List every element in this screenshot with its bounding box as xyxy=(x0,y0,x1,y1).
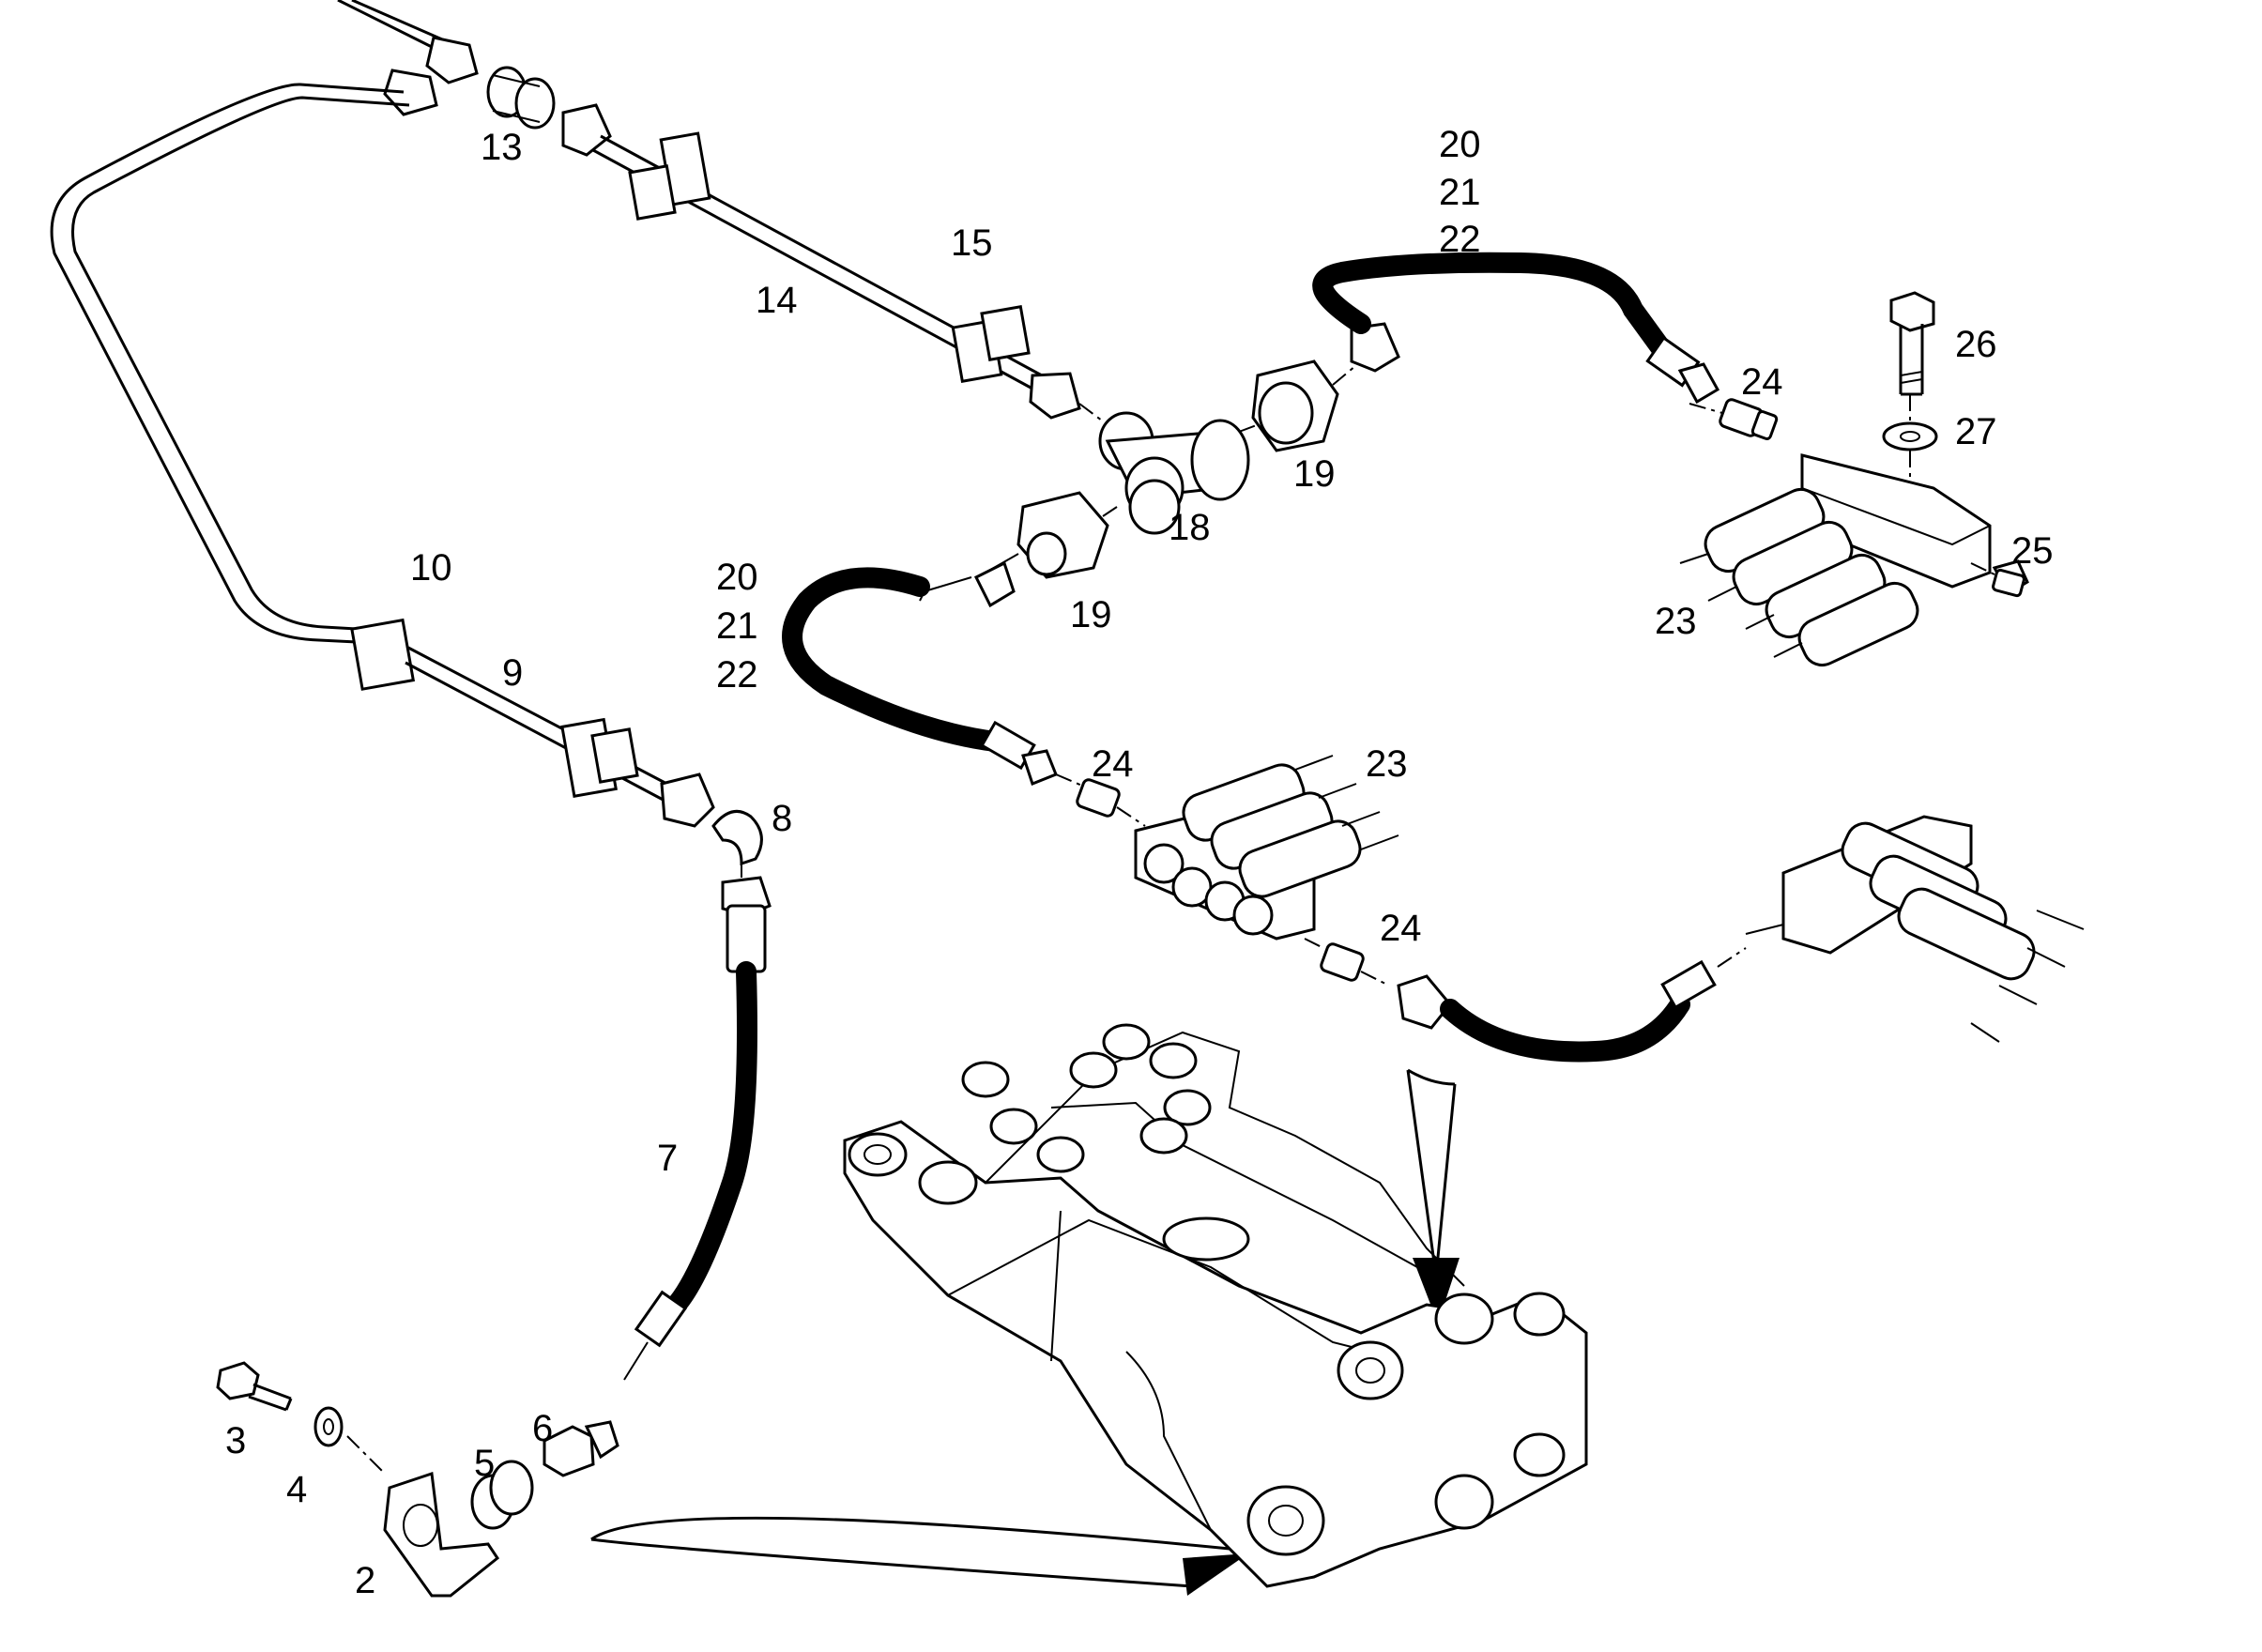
tee-fitting-18 xyxy=(1088,411,1277,535)
fitting-6 xyxy=(543,1420,619,1477)
callout-21-upper: 21 xyxy=(1439,172,1481,213)
fitting-25 xyxy=(1970,562,2025,598)
distributor-block-23-middle xyxy=(1134,755,1399,941)
callout-7: 7 xyxy=(657,1138,678,1179)
callout-23-upper: 23 xyxy=(1655,601,1697,642)
callout-22-upper: 22 xyxy=(1439,219,1481,260)
fitting-13 xyxy=(486,66,556,130)
rigid-pipe-upper xyxy=(50,0,479,644)
fitting-24-a xyxy=(1689,398,1779,441)
hose-lower-20-21-22 xyxy=(782,560,1090,789)
callout-9: 9 xyxy=(502,652,523,694)
callout-4: 4 xyxy=(286,1469,307,1510)
callout-19-upper: 19 xyxy=(1293,453,1336,495)
callout-labels: 13 14 15 20 21 22 26 24 27 19 18 25 23 1… xyxy=(225,124,2054,1601)
hose-lower-right xyxy=(1397,947,1747,1063)
callout-24-lower: 24 xyxy=(1380,908,1422,949)
callout-3: 3 xyxy=(225,1420,246,1461)
callout-8: 8 xyxy=(772,798,792,839)
fitting-24-c xyxy=(1304,938,1390,987)
callout-2: 2 xyxy=(355,1560,375,1601)
callout-22-lower: 22 xyxy=(716,654,758,696)
loader-boom xyxy=(843,1023,1588,1588)
callout-24-upper: 24 xyxy=(1741,361,1783,403)
nut-19-lower xyxy=(985,491,1109,579)
fitting-24-b xyxy=(1076,778,1146,827)
callout-10: 10 xyxy=(410,547,452,589)
callout-18: 18 xyxy=(1169,507,1211,548)
callout-15: 15 xyxy=(951,222,993,264)
callout-6: 6 xyxy=(532,1408,553,1449)
callout-26: 26 xyxy=(1955,324,1997,365)
fitting-5 xyxy=(470,1460,534,1530)
nut-19-upper xyxy=(1251,359,1362,452)
arrow-bracket-to-boom xyxy=(590,1516,1248,1596)
hose-upper-20-21-22 xyxy=(1312,252,1720,405)
rigid-pipe-14 xyxy=(561,103,1118,433)
callout-27: 27 xyxy=(1955,411,1997,452)
distributor-block-23-upper xyxy=(1679,453,2029,667)
arrow-top-to-boom xyxy=(1406,1068,1460,1323)
bolt-3 xyxy=(216,1361,293,1412)
callout-19-lower: 19 xyxy=(1070,594,1112,635)
rigid-pipe-9 xyxy=(350,618,715,828)
washer-4 xyxy=(313,1406,386,1475)
callout-5: 5 xyxy=(474,1443,495,1484)
elbow-8 xyxy=(711,809,763,878)
distributor-block-lower-right xyxy=(1745,815,2085,1043)
callout-20-lower: 20 xyxy=(716,557,758,598)
callout-25: 25 xyxy=(2011,530,2054,572)
callout-21-lower: 21 xyxy=(716,605,758,647)
bracket-2 xyxy=(383,1471,500,1598)
hose-7 xyxy=(623,876,772,1381)
bolt-26 xyxy=(1889,291,1935,396)
callout-24-middle: 24 xyxy=(1092,743,1134,785)
callout-20-upper: 20 xyxy=(1439,124,1481,165)
callout-23-middle: 23 xyxy=(1366,743,1408,785)
callout-14: 14 xyxy=(756,280,798,321)
callout-13: 13 xyxy=(481,127,523,168)
